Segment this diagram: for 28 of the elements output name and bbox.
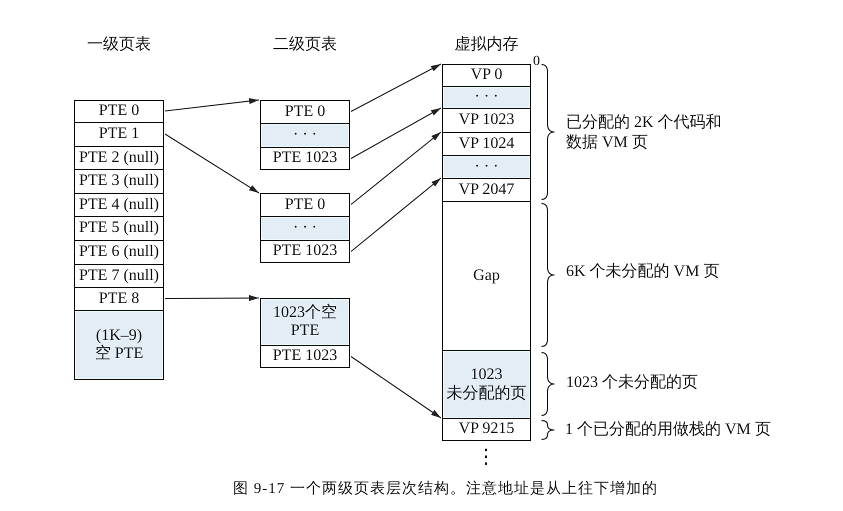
continuation-dots: ⋮ [476, 446, 496, 466]
page-table [260, 100, 350, 170]
table-entry: 1023个空 PTE [261, 299, 349, 345]
page-table [260, 193, 350, 263]
figure-caption: 图 9-17 一个两级页表层次结构。注意地址是从上往下增加的 [233, 480, 658, 499]
address-label: 0 [533, 53, 540, 70]
arrow [164, 134, 260, 194]
brace-label: 已分配的 2K 个代码和数据 VM 页 [566, 113, 723, 153]
arrow [350, 178, 442, 252]
table-entry: · · · [261, 123, 349, 147]
arrow [165, 295, 259, 302]
arrow [350, 356, 442, 418]
brace-label: 6K 个未分配的 VM 页 [566, 262, 720, 282]
arrow [350, 108, 442, 159]
memory-region: 1023 未分配的页 [443, 350, 530, 418]
arrow [164, 98, 260, 112]
memory-page: · · · [443, 86, 530, 108]
column-heading: 二级页表 [273, 35, 337, 55]
memory-page: · · · [443, 155, 530, 178]
brace-label: 1 个已分配的用做栈的 VM 页 [565, 420, 771, 440]
page-table [260, 298, 350, 368]
table-heading: 虚拟内存 [454, 35, 518, 55]
arrow [350, 132, 442, 205]
table-heading: 一级页表 [87, 35, 151, 55]
brace-label: 1023 个未分配的页 [566, 373, 698, 393]
arrow [350, 64, 442, 112]
table-entry: · · · [261, 216, 349, 240]
table-entry: (1K–9) 空 PTE [75, 310, 163, 379]
